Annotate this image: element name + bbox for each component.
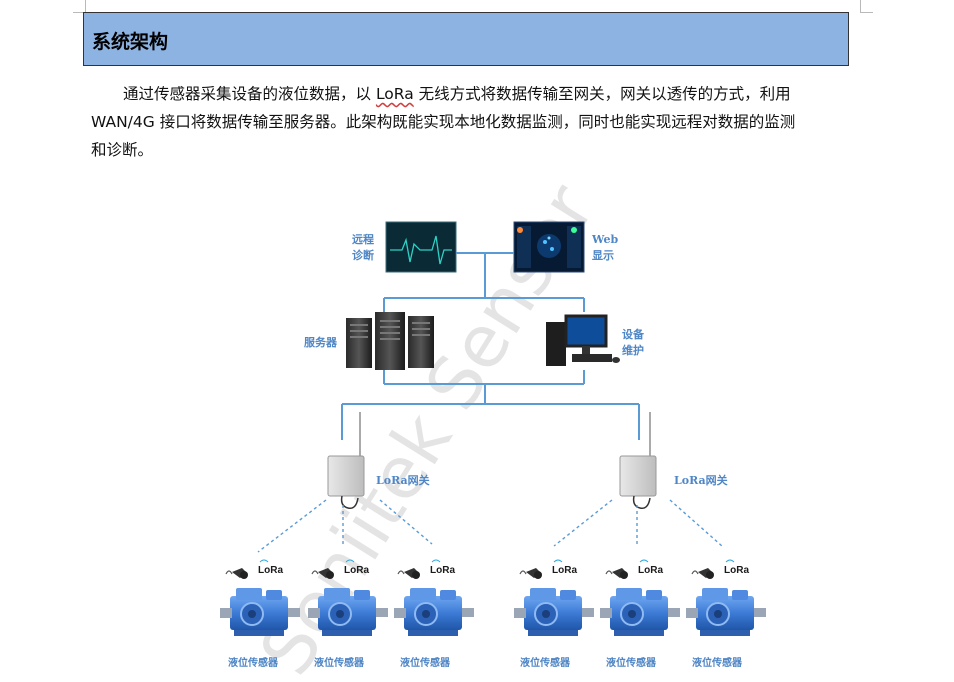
sensor-unit-4: LoRa 液位传感器 — [513, 559, 595, 669]
section-header: 系统架构 — [83, 12, 849, 66]
paragraph-line-3: 和诊断。 — [91, 141, 154, 159]
wireless-links — [257, 499, 723, 553]
web-display-label-line2: 显示 — [592, 249, 614, 262]
level-probe-icon — [225, 567, 249, 580]
remote-diagnosis-label-line1: 远程 — [352, 232, 374, 246]
server-label: 服务器 — [304, 335, 338, 349]
gearbox-icon — [599, 587, 681, 637]
level-probe-icon — [605, 567, 629, 580]
gateway-right-label: LoRa网关 — [674, 473, 728, 487]
sensor-unit-6: LoRa 液位传感器 — [685, 559, 767, 669]
page-corner-mark-left — [73, 0, 86, 13]
sensor-label-6: 液位传感器 — [692, 656, 743, 669]
lora-gateway-left-icon — [327, 412, 365, 510]
paragraph-line-1-part-b: 无线方式将数据传输至网关，网关以透传的方式，利用 — [413, 85, 791, 103]
lora-logo: LoRa — [430, 565, 455, 576]
gearbox-icon — [513, 587, 595, 637]
description-paragraph: 通过传感器采集设备的液位数据，以 LoRa 无线方式将数据传输至网关，网关以透传… — [91, 80, 855, 164]
paragraph-line-2: WAN/4G 接口将数据传输至服务器。此架构既能实现本地化数据监测，同时也能实现… — [91, 113, 796, 131]
maintenance-pc-icon — [546, 314, 620, 366]
paragraph-lora-word: LoRa — [375, 85, 414, 103]
wifi-icon — [259, 559, 269, 563]
gateway-left-label: LoRa网关 — [376, 473, 430, 487]
sensor-label-5: 液位传感器 — [606, 656, 657, 669]
page-corner-mark-right — [860, 0, 873, 13]
paragraph-line-1-part-a: 通过传感器采集设备的液位数据，以 — [123, 85, 376, 103]
sensor-label-1: 液位传感器 — [228, 656, 279, 669]
sensor-unit-2: LoRa 液位传感器 — [307, 559, 389, 669]
level-probe-icon — [519, 567, 543, 580]
sensor-label-3: 液位传感器 — [400, 656, 451, 669]
lora-logo: LoRa — [638, 565, 663, 576]
sensor-unit-3: LoRa 液位传感器 — [393, 559, 475, 669]
sensor-unit-1: LoRa 液位传感器 — [219, 559, 301, 669]
section-title: 系统架构 — [92, 31, 169, 53]
sensor-label-4: 液位传感器 — [520, 656, 571, 669]
wifi-icon — [345, 559, 355, 563]
network-connector-lines — [341, 252, 640, 440]
remote-diagnosis-monitor — [385, 221, 457, 273]
lora-logo: LoRa — [344, 565, 369, 576]
gearbox-icon — [393, 587, 475, 637]
sensor-label-2: 液位传感器 — [314, 656, 365, 669]
paragraph-line-1: 通过传感器采集设备的液位数据，以 LoRa 无线方式将数据传输至网关，网关以透传… — [91, 80, 855, 108]
lora-gateway-right-icon — [619, 412, 657, 510]
remote-diagnosis-label-line2: 诊断 — [352, 248, 374, 262]
maintenance-label-line2: 维护 — [622, 343, 644, 357]
web-display-label-line1: Web — [591, 233, 618, 246]
wifi-icon — [431, 559, 441, 563]
lora-logo: LoRa — [724, 565, 749, 576]
level-probe-icon — [397, 567, 421, 580]
maintenance-label-line1: 设备 — [622, 327, 645, 341]
wifi-icon — [639, 559, 649, 563]
lora-logo: LoRa — [552, 565, 577, 576]
wifi-icon — [725, 559, 735, 563]
web-display-screen — [513, 221, 585, 273]
server-rack-icon — [346, 312, 434, 370]
gearbox-icon — [685, 587, 767, 637]
sensor-unit-5: LoRa 液位传感器 — [599, 559, 681, 669]
wifi-icon — [553, 559, 563, 563]
level-probe-icon — [691, 567, 715, 580]
lora-logo: LoRa — [258, 565, 283, 576]
